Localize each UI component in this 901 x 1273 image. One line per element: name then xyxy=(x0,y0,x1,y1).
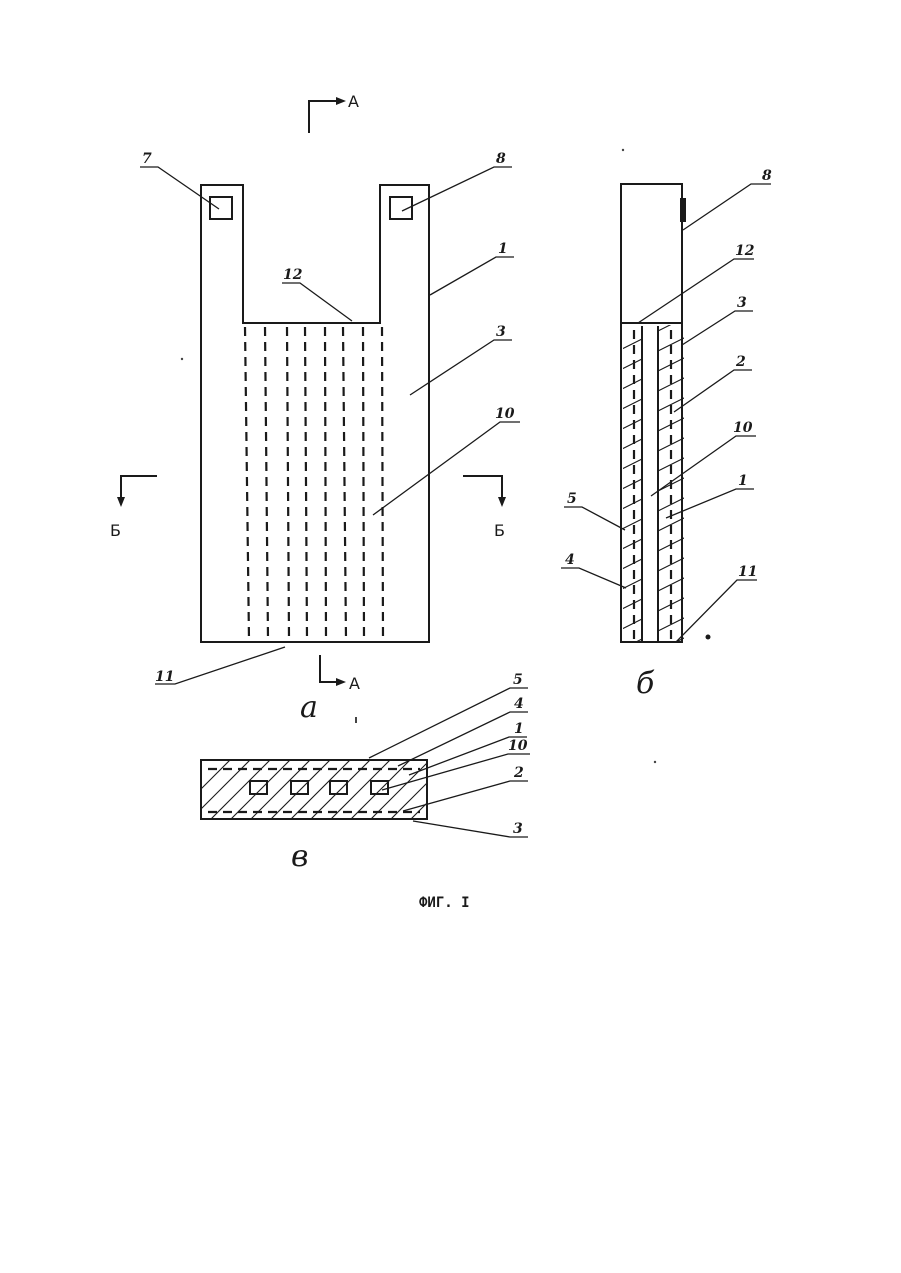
conductor-line xyxy=(287,327,289,640)
label-10-front: 10 xyxy=(495,406,515,422)
conductor-line xyxy=(265,327,268,640)
label-12-front: 12 xyxy=(283,267,303,283)
label-5-section: 5 xyxy=(513,672,523,688)
label-4-section: 4 xyxy=(514,696,524,712)
section-mark-b-left: Б xyxy=(110,476,157,540)
label-11-front: 11 xyxy=(155,669,174,685)
side-view-conductor-strip xyxy=(642,326,658,641)
terminal-8-side xyxy=(680,198,686,222)
label-8-side: 8 xyxy=(762,168,772,184)
side-view-hatching xyxy=(600,300,720,700)
label-10-section: 10 xyxy=(508,738,528,754)
label-8-front: 8 xyxy=(496,151,506,167)
terminal-7 xyxy=(210,197,232,219)
side-view: 8 12 3 2 10 1 11 5 4 б xyxy=(561,168,772,701)
label-10-side: 10 xyxy=(733,420,753,436)
label-7: 7 xyxy=(142,151,152,167)
conductor-section xyxy=(371,781,388,794)
label-11-side: 11 xyxy=(738,564,757,580)
scan-specks xyxy=(181,149,656,763)
stray-dot xyxy=(706,635,711,640)
section-mark-a-bottom: A xyxy=(320,655,360,693)
section-mark-b-right: Б xyxy=(463,476,506,540)
front-view-conductors xyxy=(245,327,383,640)
label-3-section: 3 xyxy=(513,821,523,837)
conductor-line xyxy=(343,327,346,640)
view-label-v: в xyxy=(291,839,308,874)
conductor-line xyxy=(382,327,383,640)
figure-caption: ФИГ. I xyxy=(419,895,470,911)
conductor-line xyxy=(245,327,249,640)
conductor-line xyxy=(325,327,326,640)
section-letter-b-right: Б xyxy=(494,521,505,540)
view-label-b: б xyxy=(636,666,655,701)
label-3-front: 3 xyxy=(496,324,506,340)
label-12-side: 12 xyxy=(735,243,755,259)
label-1-side: 1 xyxy=(738,473,748,489)
label-1-front: 1 xyxy=(498,241,508,257)
section-mark-a-top: A xyxy=(309,92,359,133)
section-letter-b-left: Б xyxy=(110,521,121,540)
conductor-line xyxy=(305,327,307,640)
label-2-section: 2 xyxy=(513,765,524,781)
view-label-a: а xyxy=(300,690,318,725)
front-view-callouts: 7 8 1 12 3 10 11 xyxy=(140,151,520,685)
side-view-callouts: 8 12 3 2 10 1 11 5 4 xyxy=(561,168,772,642)
label-3-side: 3 xyxy=(737,295,747,311)
section-letter-a-bottom: A xyxy=(349,674,360,693)
front-view: A A Б Б 7 8 1 12 3 xyxy=(110,92,520,725)
label-2-side: 2 xyxy=(735,354,746,370)
label-4-side: 4 xyxy=(565,552,575,568)
section-view: 5 4 1 10 2 3 в xyxy=(160,672,530,874)
label-1-section: 1 xyxy=(514,721,524,737)
conductor-section xyxy=(291,781,308,794)
label-5-side: 5 xyxy=(567,491,577,507)
section-letter-a-top: A xyxy=(348,92,359,111)
conductor-line xyxy=(363,327,364,640)
front-view-outline xyxy=(201,185,429,642)
